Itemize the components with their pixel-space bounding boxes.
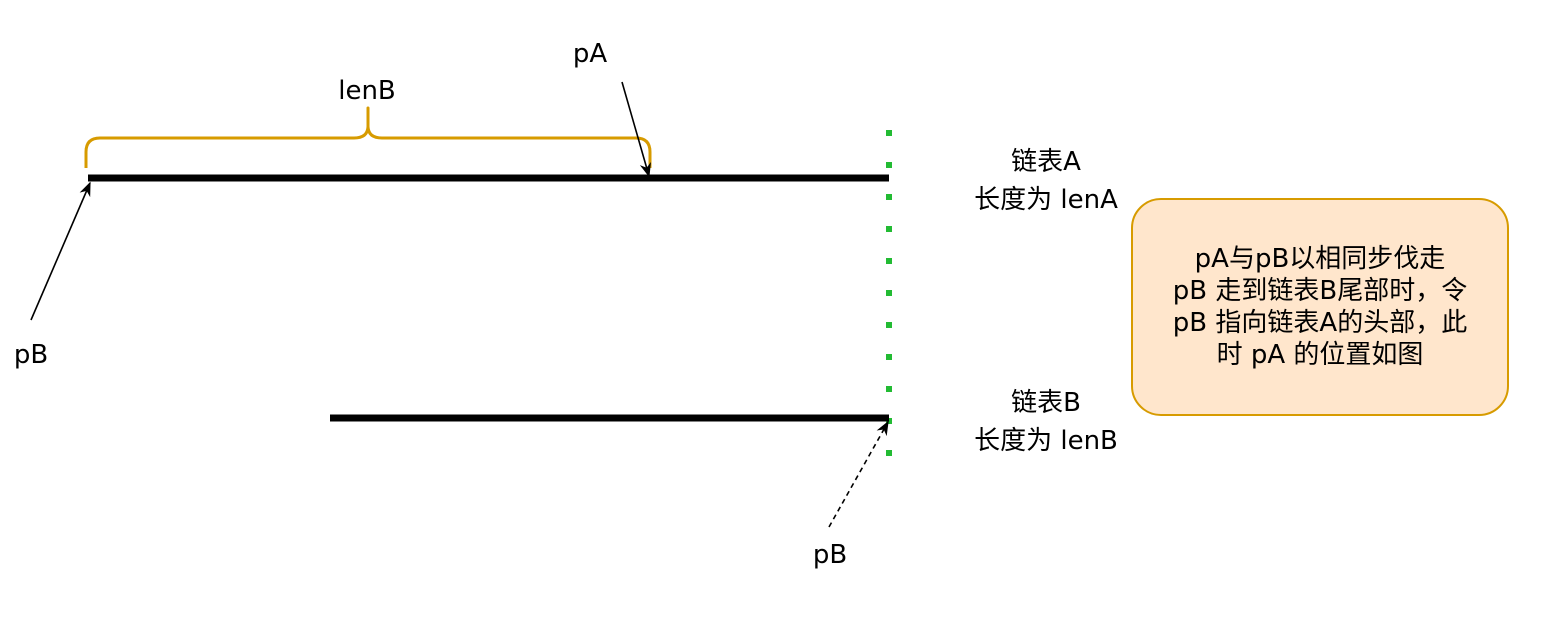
pb-left-arrow	[30, 181, 91, 321]
note-line: 时 pA 的位置如图	[1216, 340, 1424, 370]
note-line: pB 指向链表A的头部，此	[1172, 308, 1468, 338]
list-b-length: 长度为 lenB	[974, 426, 1118, 456]
pb-bottom-arrow	[828, 420, 889, 528]
list-b-name: 链表B	[1011, 388, 1081, 418]
pa-label: pA	[573, 39, 608, 69]
lenb-label: lenB	[338, 76, 396, 106]
explanation-note: pA与pB以相同步伐走 pB 走到链表B尾部时，令 pB 指向链表A的头部，此 …	[1131, 198, 1509, 416]
note-line: pB 走到链表B尾部时，令	[1172, 276, 1468, 306]
pb-bottom-label: pB	[813, 540, 847, 570]
note-line: pA与pB以相同步伐走	[1194, 244, 1446, 274]
list-a-length: 长度为 lenA	[974, 185, 1118, 215]
lenb-brace	[84, 106, 652, 168]
pb-left-label: pB	[14, 340, 48, 370]
pa-arrow	[621, 81, 651, 178]
list-a-name: 链表A	[1011, 147, 1081, 177]
